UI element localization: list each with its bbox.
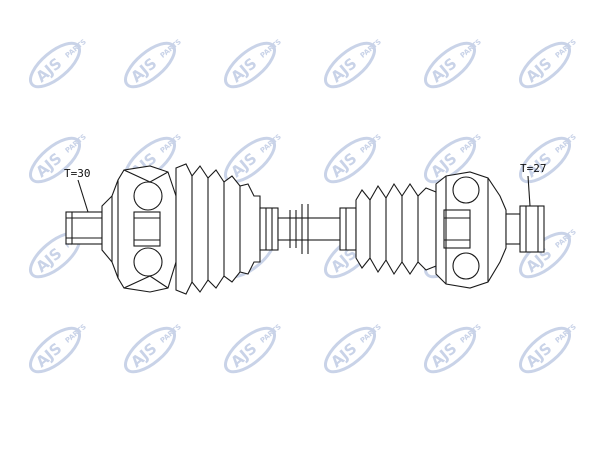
watermark-sub: PARTS <box>554 323 578 345</box>
shaft-assembly <box>65 163 545 295</box>
watermark-sub: PARTS <box>64 38 88 60</box>
watermark-ring <box>29 136 81 184</box>
watermark-sub: PARTS <box>259 323 283 345</box>
watermark-sub: PARTS <box>459 38 483 60</box>
watermark-brand: AJS <box>427 54 460 86</box>
watermark-ring <box>424 41 476 89</box>
watermark-sub: PARTS <box>359 323 383 345</box>
right-boot-clamp <box>339 207 357 251</box>
right-spline-stub <box>505 205 545 253</box>
watermark-sub: PARTS <box>554 38 578 60</box>
watermark-brand: AJS <box>32 54 65 86</box>
watermark-brand: AJS <box>227 54 260 86</box>
right-thread-label: T=27 <box>520 162 547 175</box>
watermark-ring <box>124 41 176 89</box>
watermark-sub: PARTS <box>259 38 283 60</box>
watermark-sub: PARTS <box>359 133 383 155</box>
watermark-ring <box>124 326 176 374</box>
right-boot <box>355 182 437 276</box>
watermark-brand: AJS <box>522 54 555 86</box>
watermark-sub: PARTS <box>159 38 183 60</box>
left-boot <box>175 163 261 295</box>
watermark-ring <box>424 136 476 184</box>
right-cv-joint <box>435 171 507 289</box>
watermark-ring <box>29 326 81 374</box>
watermark-ring <box>519 326 571 374</box>
left-thread-leader <box>77 179 89 213</box>
watermark-sub: PARTS <box>459 323 483 345</box>
watermark-ring <box>324 41 376 89</box>
watermark-ring <box>224 326 276 374</box>
left-boot-clamp <box>259 207 279 251</box>
watermark-sub: PARTS <box>459 133 483 155</box>
watermark-sub: PARTS <box>64 133 88 155</box>
watermark-sub: PARTS <box>554 133 578 155</box>
watermark-ring <box>224 41 276 89</box>
watermark-sub: PARTS <box>159 323 183 345</box>
watermark-brand: AJS <box>522 339 555 371</box>
watermark-brand: AJS <box>32 339 65 371</box>
watermark-sub: PARTS <box>64 323 88 345</box>
left-thread-label: T=30 <box>64 167 91 180</box>
left-cv-joint <box>101 165 177 293</box>
watermark-brand: AJS <box>32 149 65 181</box>
watermark-brand: AJS <box>427 339 460 371</box>
watermark-sub: PARTS <box>554 228 578 250</box>
watermark-sub: PARTS <box>359 38 383 60</box>
watermark-sub: PARTS <box>159 133 183 155</box>
watermark-brand: AJS <box>327 149 360 181</box>
watermark-brand: AJS <box>327 54 360 86</box>
watermark-sub: PARTS <box>259 133 283 155</box>
right-thread-leader <box>527 175 531 207</box>
watermark-ring <box>424 326 476 374</box>
watermark-ring <box>324 326 376 374</box>
watermark-ring <box>324 136 376 184</box>
watermark-ring <box>519 41 571 89</box>
left-spline-stub <box>65 211 103 245</box>
watermark-ring <box>519 136 571 184</box>
watermark-brand: AJS <box>327 339 360 371</box>
watermark-brand: AJS <box>227 339 260 371</box>
watermark-brand: AJS <box>127 54 160 86</box>
watermark-brand: AJS <box>127 339 160 371</box>
watermark-brand: AJS <box>32 244 65 276</box>
